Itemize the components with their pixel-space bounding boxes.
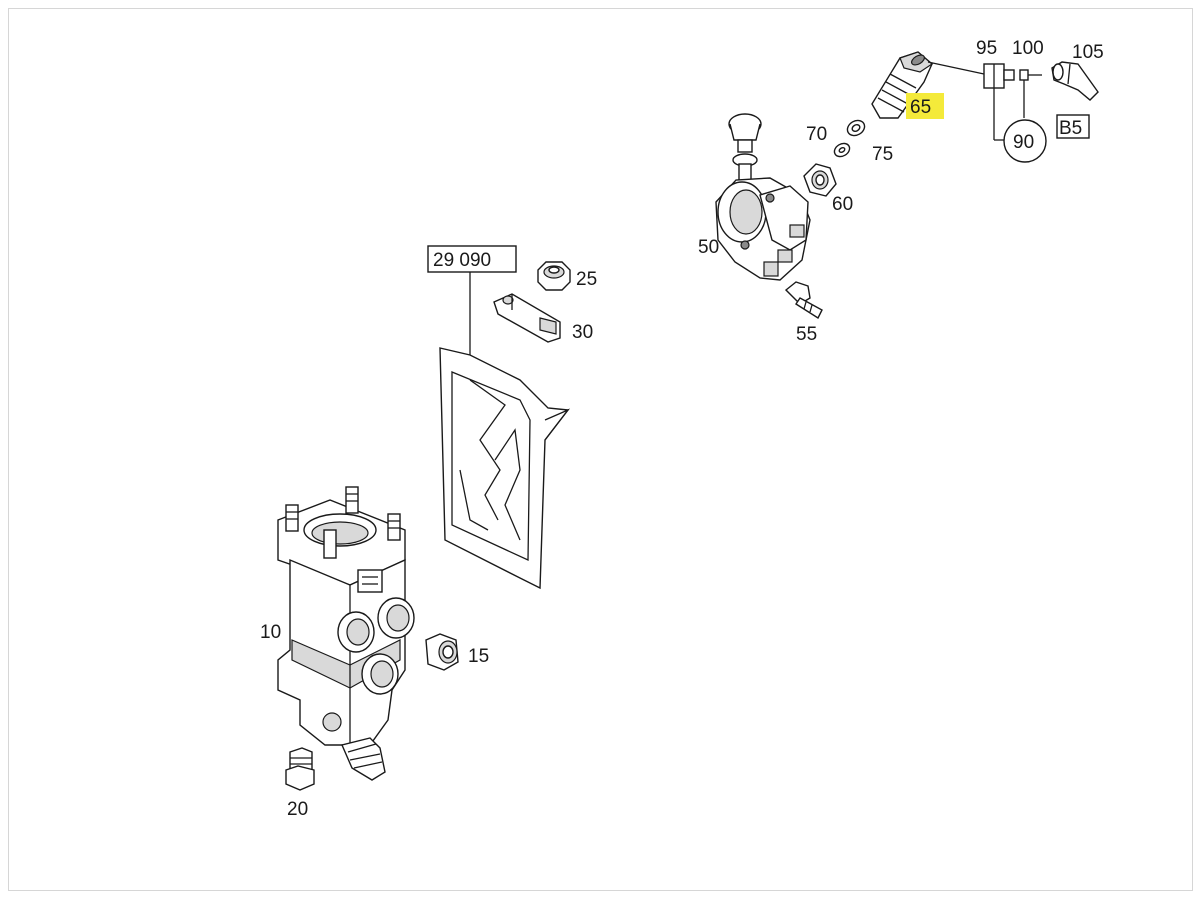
fitting-60[interactable]: [803, 163, 837, 197]
label-20: 20: [287, 799, 308, 820]
label-30: 30: [572, 322, 593, 343]
label-90: 90: [1013, 132, 1034, 153]
elbow-105[interactable]: [1051, 61, 1099, 101]
label-55: 55: [796, 324, 817, 345]
label-70: 70: [806, 124, 827, 145]
label-60: 60: [832, 194, 853, 215]
valve-body-10[interactable]: [277, 486, 415, 781]
callout-90[interactable]: 90: [1003, 119, 1047, 163]
washer-75[interactable]: [845, 117, 868, 138]
screw-55[interactable]: [784, 281, 823, 320]
ref-box-label: 29 090: [433, 250, 491, 271]
label-10: 10: [260, 622, 281, 643]
hand-valve-50[interactable]: [715, 113, 811, 281]
pin-100[interactable]: [1019, 69, 1042, 118]
label-95: 95: [976, 38, 997, 59]
label-65: 65: [910, 97, 931, 118]
pipe-line-65-95: [927, 61, 985, 75]
label-75: 75: [872, 144, 893, 165]
tee-95[interactable]: [983, 63, 1015, 89]
label-105: 105: [1072, 42, 1104, 63]
highlight-65: [906, 93, 944, 119]
plug-20[interactable]: [285, 747, 315, 791]
label-b5: B5: [1059, 118, 1082, 139]
plug-15[interactable]: [425, 633, 459, 671]
nut-25[interactable]: [537, 261, 571, 291]
label-100: 100: [1012, 38, 1044, 59]
fitting-65[interactable]: [871, 51, 933, 119]
diagram-frame: [8, 8, 1193, 891]
ref-box-b5[interactable]: B5: [1056, 114, 1090, 139]
clamp-30[interactable]: [493, 293, 561, 343]
bracket-plate[interactable]: [439, 347, 571, 590]
label-15: 15: [468, 646, 489, 667]
label-50: 50: [698, 237, 719, 258]
washer-70[interactable]: [832, 141, 852, 159]
ref-box-29090[interactable]: 29 090: [427, 245, 517, 273]
label-25: 25: [576, 269, 597, 290]
